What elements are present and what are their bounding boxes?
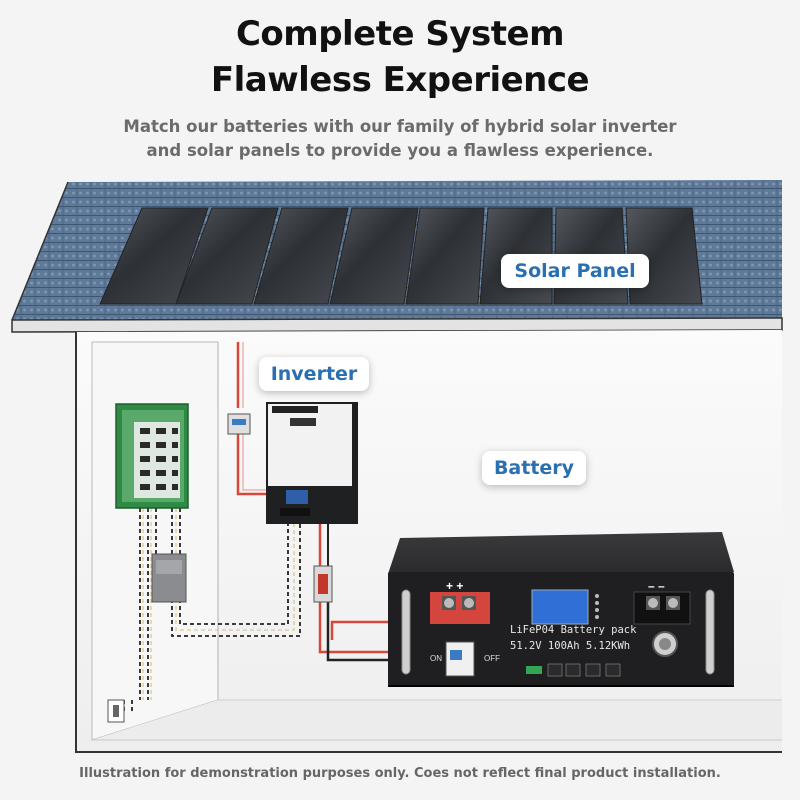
subheading-line-1: Match our batteries with our family of h… xyxy=(123,117,677,136)
heading-line-2: Flawless Experience xyxy=(210,60,590,100)
dc-breaker xyxy=(227,413,251,435)
distribution-box xyxy=(115,403,189,509)
battery-model-text: LiFeP04 Battery pack xyxy=(510,624,637,636)
fuse xyxy=(313,565,333,603)
junction-box xyxy=(151,553,187,603)
solar-panel-label: Solar Panel xyxy=(501,254,649,288)
subheading-line-2: and solar panels to provide you a flawle… xyxy=(146,141,654,160)
wall-outlet xyxy=(107,699,125,723)
inverter-unit xyxy=(266,402,358,524)
disclaimer-text: Illustration for demonstration purposes … xyxy=(79,766,721,781)
svg-text:– –: – – xyxy=(648,579,665,593)
battery-label: Battery xyxy=(482,451,586,485)
battery-spec-text: 51.2V 100Ah 5.12KWh xyxy=(510,640,631,652)
inverter-label: Inverter xyxy=(259,357,369,391)
svg-text:+ +: + + xyxy=(446,579,463,593)
switch-off-label: OFF xyxy=(484,654,500,663)
battery-pack: + + – – xyxy=(388,532,734,687)
switch-on-label: ON xyxy=(430,654,442,663)
heading-line-1: Complete System xyxy=(235,14,565,54)
